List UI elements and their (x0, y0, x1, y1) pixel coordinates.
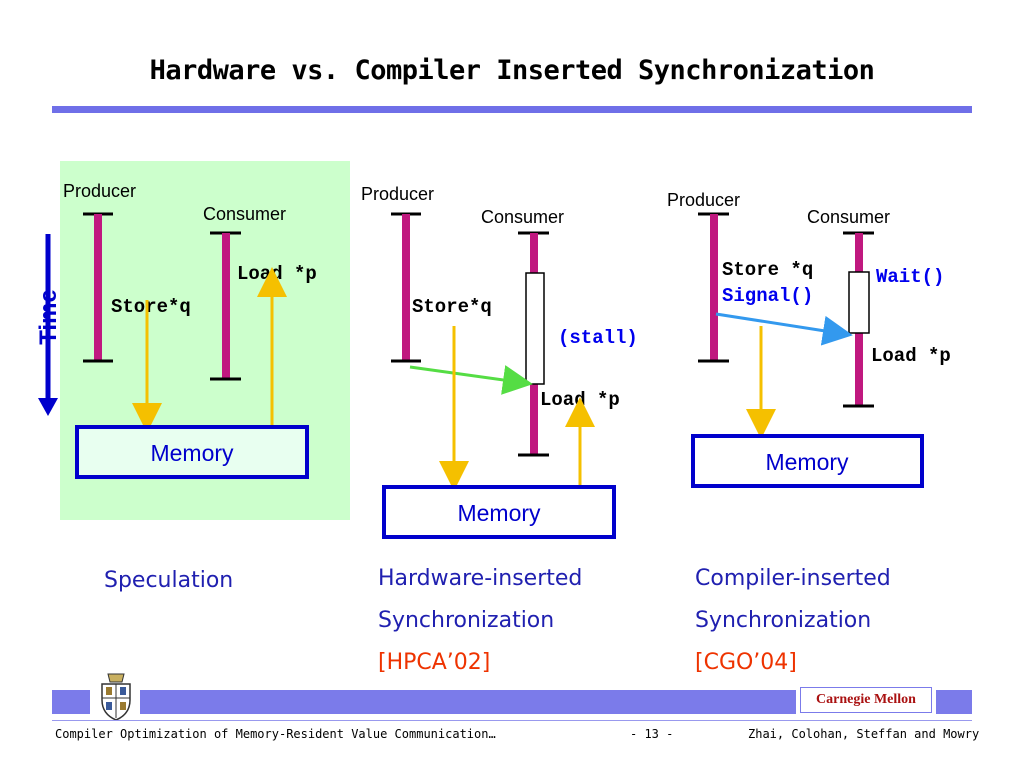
compiler-caption-ref: [CGO’04] (695, 650, 797, 675)
speculation-consumer-label: Consumer (203, 204, 286, 224)
footer-page-number: - 13 - (630, 727, 674, 741)
compiler-caption: Compiler-inserted Synchronization [CGO’0… (695, 558, 891, 684)
speculation-load-label: Load *p (237, 263, 317, 285)
compiler-signal-arrow (715, 312, 853, 346)
hardware-caption-line1: Hardware-inserted (378, 566, 583, 591)
slide-title: Hardware vs. Compiler Inserted Synchroni… (149, 55, 875, 86)
compiler-panel: Producer Consumer Store *q Signal() Wait… (667, 190, 951, 488)
speculation-memory-label: Memory (150, 440, 234, 466)
hardware-producer-label: Producer (361, 184, 434, 204)
speculation-caption: Speculation (104, 560, 233, 602)
footer-bar-middle (140, 690, 796, 714)
hardware-producer-thread (391, 212, 421, 363)
footer-brand: Carnegie Mellon (800, 687, 932, 713)
compiler-wait-label: Wait() (876, 266, 944, 288)
compiler-consumer-label: Consumer (807, 207, 890, 227)
footer-bar-right (936, 690, 972, 714)
speculation-memory-box (75, 425, 309, 479)
compiler-load-label: Load *p (871, 345, 951, 367)
hardware-sync-arrow (409, 365, 533, 395)
hardware-caption-ref: [HPCA’02] (378, 650, 491, 675)
footer-bar-left (52, 690, 90, 714)
title-rule (52, 106, 972, 113)
compiler-caption-line2: Synchronization (695, 608, 872, 633)
hardware-caption: Hardware-inserted Synchronization [HPCA’… (378, 558, 582, 684)
compiler-store-label: Store *q (722, 259, 813, 281)
speculation-producer-thread (83, 212, 113, 363)
speculation-caption-line1: Speculation (104, 568, 234, 593)
hardware-consumer-thread (518, 231, 549, 457)
compiler-wait-box (848, 271, 870, 334)
hardware-memory-box (382, 485, 616, 539)
compiler-producer-thread (698, 212, 729, 363)
time-axis: Time (35, 234, 62, 416)
speculation-producer-label: Producer (63, 181, 136, 201)
compiler-producer-label: Producer (667, 190, 740, 210)
footer-rule (52, 720, 972, 721)
hardware-store-label: Store*q (412, 296, 492, 318)
time-label: Time (35, 289, 62, 345)
hardware-stall-box (525, 272, 545, 385)
compiler-memory-box (691, 434, 924, 488)
speculation-consumer-thread (210, 231, 241, 381)
hardware-panel: Producer Consumer Store*q (stall) Load *… (361, 184, 638, 539)
hardware-stall-label: (stall) (558, 327, 638, 349)
compiler-caption-line1: Compiler-inserted (695, 566, 891, 591)
speculation-store-label: Store*q (111, 296, 191, 318)
speculation-panel: Producer Consumer Load *p Store*q Memory (60, 161, 350, 520)
hardware-memory-label: Memory (457, 500, 541, 526)
hardware-caption-line2: Synchronization (378, 608, 555, 633)
footer-authors: Zhai, Colohan, Steffan and Mowry (748, 727, 980, 741)
hardware-load-label: Load *p (540, 389, 620, 411)
compiler-memory-label: Memory (765, 449, 849, 475)
university-crest-icon (101, 673, 131, 721)
compiler-signal-label: Signal() (722, 285, 813, 307)
compiler-consumer-thread (843, 231, 874, 408)
footer-talk-title: Compiler Optimization of Memory-Resident… (55, 727, 496, 741)
hardware-consumer-label: Consumer (481, 207, 564, 227)
